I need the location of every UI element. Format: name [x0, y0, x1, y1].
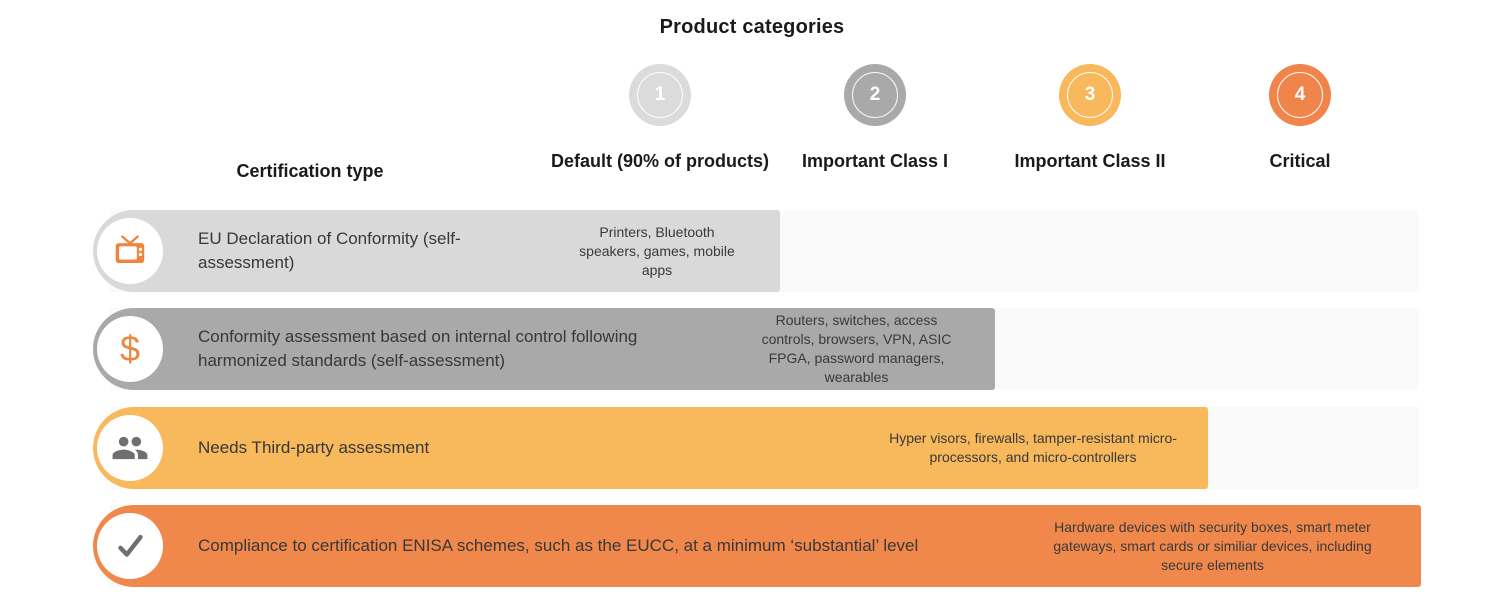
row-self-assessment: EU Declaration of Conformity (self-asses…	[0, 210, 1504, 292]
check-icon	[118, 534, 143, 557]
products-list: Hyper visors, firewalls, tamper-resistan…	[889, 430, 1177, 465]
tv-icon	[115, 235, 145, 264]
column-header-important-class-2: Important Class II	[1014, 151, 1166, 171]
row-pill-level-4	[93, 505, 1421, 587]
page-title: Product categories	[659, 16, 845, 38]
certification-label: Conformity assessment based on internal …	[198, 327, 638, 370]
category-circle-1: 1	[629, 64, 691, 126]
category-number: 1	[654, 84, 666, 105]
circle-ring	[852, 72, 898, 118]
category-circle-4: 4	[1269, 64, 1331, 126]
row-icon-circle	[97, 218, 163, 284]
people-icon	[112, 436, 148, 460]
row-pill-level-2	[93, 308, 995, 390]
column-header-critical: Critical	[1269, 151, 1331, 171]
products-list: Printers, Bluetooth speakers, games, mob…	[579, 223, 735, 278]
category-number: 4	[1294, 84, 1306, 105]
circle-ring	[637, 72, 683, 118]
column-header-default: Default (90% of products)	[550, 151, 769, 171]
row-pill-level-3	[93, 407, 1208, 489]
dollar-icon: $	[119, 328, 141, 369]
row-icon-circle	[97, 415, 163, 481]
category-circle-3: 3	[1059, 64, 1121, 126]
products-list: Routers, switches, access controls, brow…	[761, 312, 952, 385]
category-circle-2: 2	[844, 64, 906, 126]
category-number: 2	[869, 84, 881, 105]
row-icon-circle: $	[97, 316, 163, 382]
certification-label: Needs Third-party assessment	[198, 438, 430, 457]
row-internal-control: $ Conformity assessment based on interna…	[0, 308, 1504, 390]
row-icon-circle	[97, 513, 163, 579]
circle-ring	[1067, 72, 1113, 118]
circle-ring	[1277, 72, 1323, 118]
column-header-important-class-1: Important Class I	[801, 151, 949, 171]
certification-label: Compliance to certification ENISA scheme…	[198, 536, 919, 555]
row-pill-level-1	[93, 210, 780, 292]
category-number: 3	[1084, 84, 1096, 105]
certification-type-header: Certification type	[236, 161, 384, 181]
row-enisa-certification: Compliance to certification ENISA scheme…	[0, 505, 1504, 587]
certification-label: EU Declaration of Conformity (self-asses…	[198, 229, 461, 272]
products-list: Hardware devices with security boxes, sm…	[1053, 518, 1372, 573]
row-third-party: Needs Third-party assessment Hyper visor…	[0, 407, 1504, 489]
